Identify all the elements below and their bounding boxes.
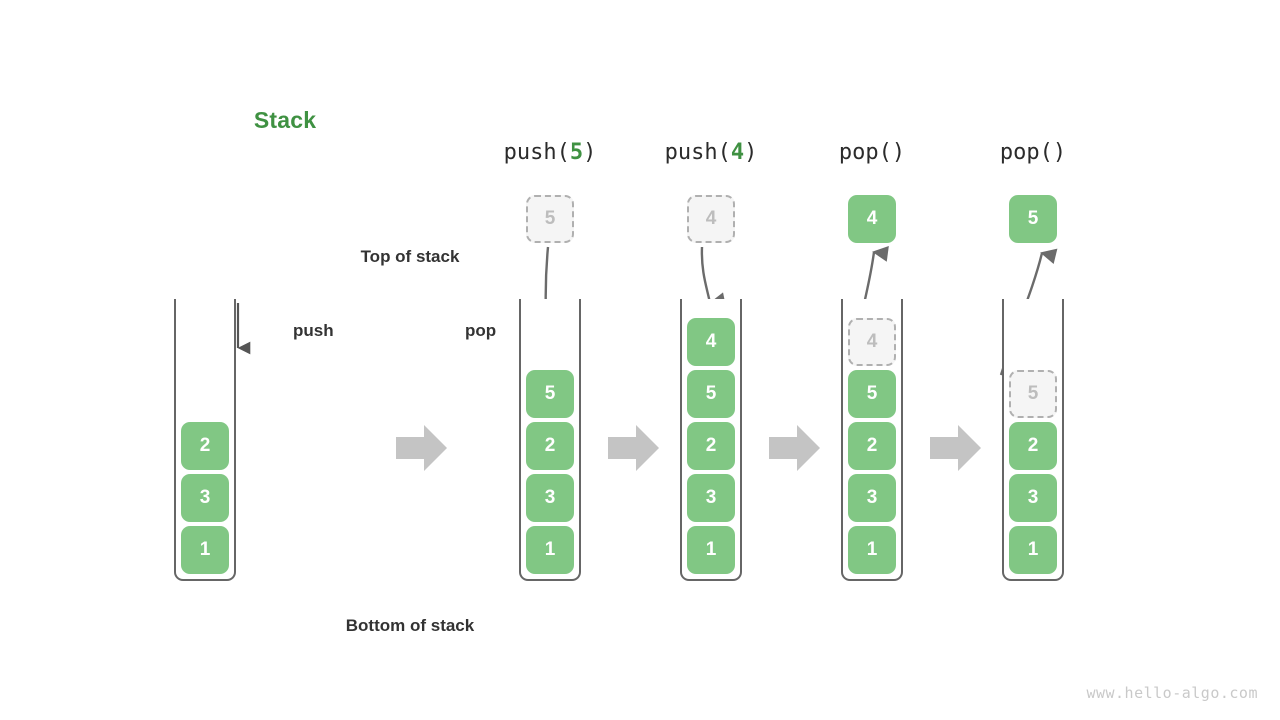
stack-cell: 5 — [848, 370, 896, 418]
stack-cell-removed-ghost: 5 — [1009, 370, 1057, 418]
stack-cell: 1 — [181, 526, 229, 574]
stack-cell: 1 — [687, 526, 735, 574]
popped-value: 4 — [848, 195, 896, 243]
stack-container: 1 3 2 5 4 — [680, 299, 742, 581]
stack-step-push-5: push(5) 5 1 3 2 5 — [470, 0, 630, 720]
stack-step-initial: Top of stack push pop Bottom of stack 1 … — [125, 0, 496, 720]
stack-step-pop-4: pop() 4 1 3 2 5 4 — [792, 0, 952, 720]
caption-suffix: ) — [1052, 140, 1067, 165]
label-top-of-stack: Top of stack — [360, 247, 460, 266]
step-arrow-icon — [396, 425, 447, 471]
operation-caption: push(5) — [470, 140, 630, 165]
stack-container: 1 3 2 5 — [519, 299, 581, 581]
stack-cell: 1 — [1009, 526, 1057, 574]
stack-cell: 2 — [687, 422, 735, 470]
stack-step-pop-5: pop() 5 1 3 2 5 — [953, 0, 1113, 720]
caption-prefix: push( — [664, 140, 731, 165]
stack-container: 1 3 2 5 4 — [841, 299, 903, 581]
caption-argument: 4 — [730, 140, 745, 165]
stack-container: 1 3 2 — [174, 299, 236, 581]
stack-cell: 3 — [848, 474, 896, 522]
stack-step-push-4: push(4) 4 1 3 2 5 4 — [631, 0, 791, 720]
page-title: Stack — [253, 107, 317, 133]
popped-value: 5 — [1009, 195, 1057, 243]
stack-cell: 5 — [687, 370, 735, 418]
label-push: push — [293, 321, 334, 340]
incoming-value-ghost: 4 — [687, 195, 735, 243]
watermark: www.hello-algo.com — [1086, 684, 1258, 702]
stack-cells: 1 3 2 5 — [521, 370, 579, 574]
caption-suffix: ) — [583, 140, 597, 165]
caption-prefix: pop( — [838, 140, 892, 165]
stack-cell: 3 — [1009, 474, 1057, 522]
stack-cell: 2 — [848, 422, 896, 470]
incoming-value-ghost: 5 — [526, 195, 574, 243]
label-pop: pop — [465, 321, 497, 340]
stack-container: 1 3 2 5 — [1002, 299, 1064, 581]
stack-cells: 1 3 2 5 — [1004, 370, 1062, 574]
caption-argument: 5 — [569, 140, 584, 165]
stack-cells: 1 3 2 5 4 — [682, 318, 740, 574]
operation-caption: pop() — [953, 140, 1113, 165]
caption-suffix: ) — [744, 140, 758, 165]
stack-cell: 5 — [526, 370, 574, 418]
stack-cell: 3 — [526, 474, 574, 522]
stack-cell: 4 — [687, 318, 735, 366]
stack-cell: 3 — [687, 474, 735, 522]
stack-cells: 1 3 2 5 4 — [843, 318, 901, 574]
stack-cell: 3 — [181, 474, 229, 522]
caption-prefix: push( — [503, 140, 570, 165]
stack-cells: 1 3 2 — [176, 422, 234, 574]
stack-cell: 2 — [181, 422, 229, 470]
caption-prefix: pop( — [999, 140, 1053, 165]
label-bottom-of-stack: Bottom of stack — [345, 616, 475, 635]
operation-caption: push(4) — [631, 140, 791, 165]
stack-cell: 2 — [526, 422, 574, 470]
stack-cell-removed-ghost: 4 — [848, 318, 896, 366]
stack-cell: 2 — [1009, 422, 1057, 470]
operation-caption: pop() — [792, 140, 952, 165]
caption-suffix: ) — [891, 140, 906, 165]
stack-cell: 1 — [848, 526, 896, 574]
stack-cell: 1 — [526, 526, 574, 574]
